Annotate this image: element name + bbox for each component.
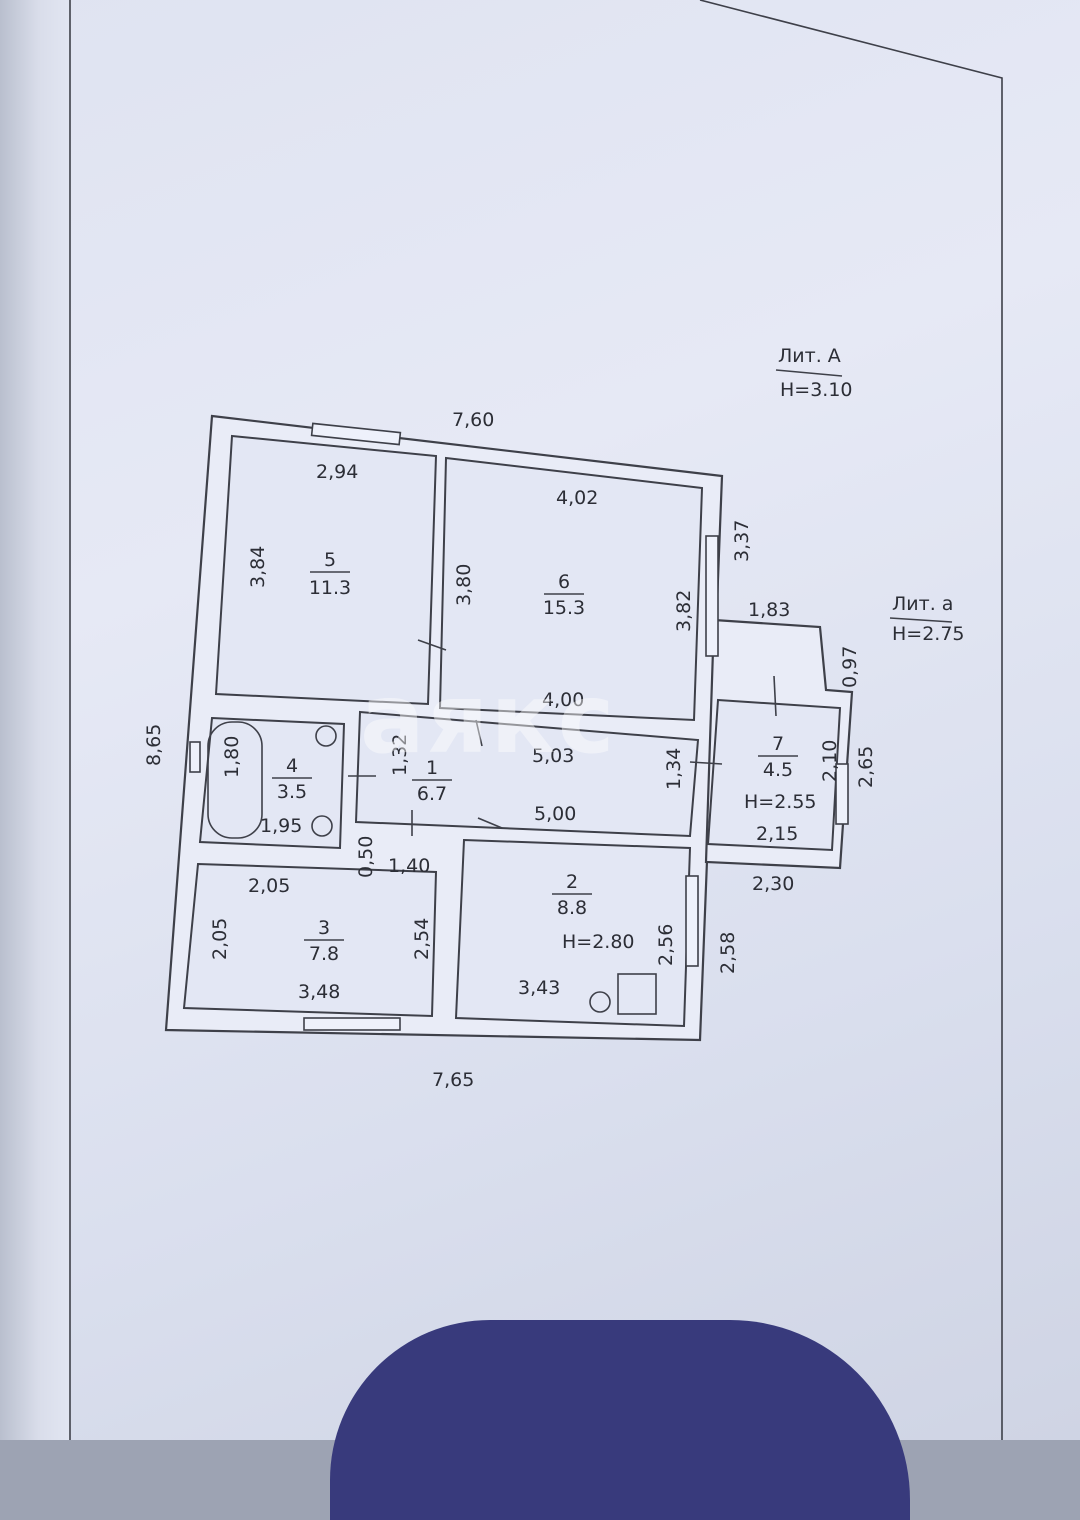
dim-r7-width: 2,15 <box>756 823 798 845</box>
window-left <box>189 741 201 773</box>
dim-r7-outer-height: 2,65 <box>855 746 877 788</box>
binder-spine <box>0 0 70 1440</box>
room-6-number: 6 <box>558 571 570 593</box>
room-5 <box>214 434 438 706</box>
lit-a-height: H=3.10 <box>780 379 853 401</box>
dim-overall-left: 8,65 <box>143 724 165 766</box>
dim-r3-right: 2,54 <box>411 918 433 960</box>
room-5-number: 5 <box>324 549 336 571</box>
room-4-area: 3.5 <box>277 781 307 803</box>
room-2-number: 2 <box>566 871 578 893</box>
room-2 <box>454 838 692 1028</box>
finger-shadow <box>330 1320 910 1520</box>
room-1 <box>354 710 700 838</box>
room-2-area: 8.8 <box>557 897 587 919</box>
window-bottom <box>303 1017 401 1031</box>
lit-a-name: Лит. А <box>778 345 841 367</box>
lit-a-underline <box>775 369 843 377</box>
dim-r2-bottom: 3,43 <box>518 977 560 999</box>
dim-corridor-top: 4,00 <box>542 689 584 711</box>
door-r2 <box>477 817 503 829</box>
dim-corridor-mid: 5,03 <box>532 745 574 767</box>
dim-r7-top: 1,83 <box>748 599 790 621</box>
dim-small-width: 1,40 <box>388 855 430 877</box>
boiler-icon <box>589 991 611 1013</box>
window-right-r2 <box>685 875 699 967</box>
dim-r7-height: 2,10 <box>819 740 841 782</box>
dim-corridor-left: 1,32 <box>389 734 411 776</box>
dim-r3-top: 2,05 <box>248 875 290 897</box>
dim-corridor-right: 1,34 <box>663 748 685 790</box>
room-6 <box>438 456 704 722</box>
door-r6 <box>475 719 483 747</box>
room-1-area: 6.7 <box>417 783 447 805</box>
window-r7 <box>835 763 849 825</box>
dim-r3-left: 2,05 <box>209 918 231 960</box>
dim-r7-step: 0,97 <box>839 646 861 688</box>
dim-r6-top: 4,02 <box>556 487 598 509</box>
dim-overall-top: 7,60 <box>452 409 494 431</box>
dim-corridor-bottom: 5,00 <box>534 803 576 825</box>
dim-r5-left: 3,84 <box>247 546 269 588</box>
dim-r5-top: 2,94 <box>316 461 358 483</box>
lit-a-small-height: H=2.75 <box>892 623 965 645</box>
bathtub-icon <box>207 721 263 839</box>
toilet-icon <box>311 815 333 837</box>
room-4 <box>198 716 346 850</box>
dim-bath-height: 1,80 <box>221 736 243 778</box>
room-5-area: 11.3 <box>309 577 351 599</box>
floor-plan: Лит. А H=3.10 Лит. а H=2.75 7,60 7,65 8,… <box>69 0 1003 1440</box>
room-2-height: H=2.80 <box>562 931 635 953</box>
dim-small-vertical: 0,50 <box>355 836 377 878</box>
sink-icon <box>315 725 337 747</box>
page-frame <box>699 0 1003 1440</box>
dim-r6-outer: 3,37 <box>731 520 753 562</box>
dim-r6-right: 3,82 <box>673 590 695 632</box>
window-top <box>310 422 402 446</box>
dim-r2-outer: 2,58 <box>717 932 739 974</box>
room-6-area: 15.3 <box>543 597 585 619</box>
stove-icon <box>617 973 657 1015</box>
room-7-height: H=2.55 <box>744 791 817 813</box>
door-r7 <box>689 761 723 765</box>
dim-r7-outer-width: 2,30 <box>752 873 794 895</box>
room-4-number: 4 <box>286 755 298 777</box>
room-7-number: 7 <box>772 733 784 755</box>
room-1-number: 1 <box>426 757 438 779</box>
dim-overall-bottom: 7,65 <box>432 1069 474 1091</box>
door-annex <box>773 675 777 717</box>
watermark: аякс <box>360 663 616 775</box>
dim-bath-width: 1,95 <box>260 815 302 837</box>
lit-a-small-underline <box>889 617 953 623</box>
dim-r3-bottom: 3,48 <box>298 981 340 1003</box>
window-right-r6 <box>705 535 719 657</box>
room-3-area: 7.8 <box>309 943 339 965</box>
room-3-number: 3 <box>318 917 330 939</box>
room-7-area: 4.5 <box>763 759 793 781</box>
dim-r2-right: 2,56 <box>655 924 677 966</box>
door-r5-r6 <box>417 639 447 651</box>
dim-r6-left: 3,80 <box>453 564 475 606</box>
lit-a-small-name: Лит. а <box>892 593 953 615</box>
room-7 <box>706 698 842 852</box>
